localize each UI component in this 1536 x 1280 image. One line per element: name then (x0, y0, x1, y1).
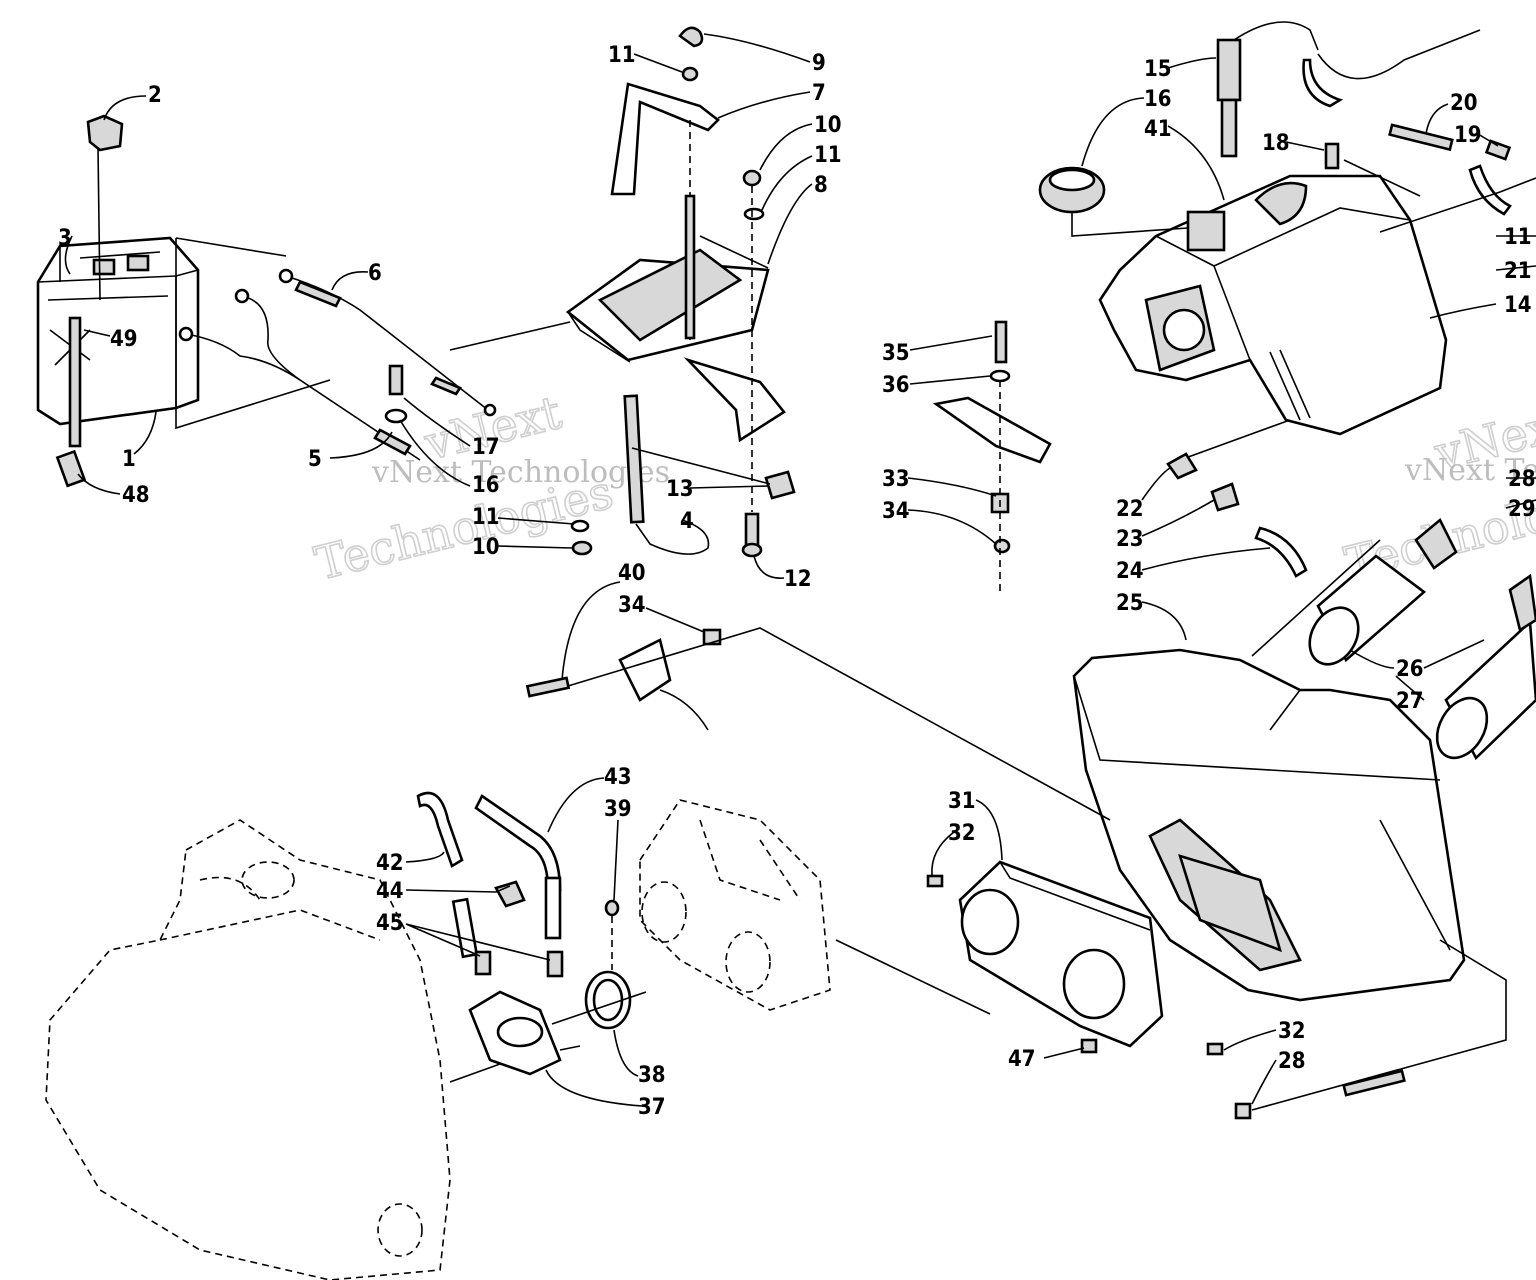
vent-cap (86, 114, 124, 301)
oil-tank (1038, 21, 1536, 461)
callout-7: 7 (812, 81, 826, 106)
callout-28-top: 28 (1508, 467, 1536, 492)
callout-22: 22 (1116, 497, 1144, 522)
callout-40: 40 (618, 561, 646, 586)
watermark-small-left: vNext Technologies (371, 455, 670, 490)
callout-16-left: 16 (472, 473, 500, 498)
callout-9: 9 (812, 51, 826, 76)
watermark-small-right: vNext Technologies (1404, 453, 1536, 488)
callout-27: 27 (1396, 689, 1424, 714)
callout-16-right: 16 (1144, 87, 1172, 112)
leader-horn (1251, 539, 1381, 657)
callout-43: 43 (604, 765, 632, 790)
callout-34-right: 34 (882, 499, 910, 524)
battery (36, 236, 200, 488)
callout-10-left: 10 (472, 535, 500, 560)
callout-38: 38 (638, 1063, 666, 1088)
callout-20: 20 (1450, 91, 1478, 116)
callout-21: 21 (1504, 259, 1532, 284)
callout-28-bottom: 28 (1278, 1049, 1306, 1074)
callout-19: 19 (1454, 123, 1482, 148)
callout-10-top: 10 (814, 113, 842, 138)
callout-11-top: 11 (608, 43, 636, 68)
battery-cables (175, 237, 497, 461)
callout-36: 36 (882, 373, 910, 398)
callout-23: 23 (1116, 527, 1144, 552)
callout-35: 35 (882, 341, 910, 366)
callout-32-left: 32 (948, 821, 976, 846)
leader-lines (64, 33, 1536, 1107)
callout-24: 24 (1116, 559, 1144, 584)
callout-37: 37 (638, 1095, 666, 1120)
callout-48: 48 (122, 483, 150, 508)
callout-6: 6 (368, 261, 382, 286)
callout-4: 4 (680, 509, 694, 534)
callout-11-mid: 11 (814, 143, 842, 168)
carburetor-assembly (639, 799, 991, 1015)
support-rod (623, 394, 796, 558)
callout-26: 26 (1396, 657, 1424, 682)
callout-33: 33 (882, 467, 910, 492)
callout-49: 49 (110, 327, 138, 352)
callout-25: 25 (1116, 591, 1144, 616)
callout-29: 29 (1508, 497, 1536, 522)
intake-adaptor (926, 860, 1507, 1120)
callout-44: 44 (376, 879, 404, 904)
callout-14: 14 (1504, 293, 1532, 318)
mount-screw-stack (932, 320, 1052, 592)
callout-42: 42 (376, 851, 404, 876)
fittings (1166, 452, 1308, 578)
callout-12: 12 (784, 567, 812, 592)
callout-13: 13 (666, 477, 694, 502)
callout-15: 15 (1144, 57, 1172, 82)
callout-31: 31 (948, 789, 976, 814)
hoses (416, 791, 620, 978)
callout-11-right: 11 (1504, 225, 1532, 250)
callout-39: 39 (604, 797, 632, 822)
callout-11-left: 11 (472, 505, 500, 530)
callout-1: 1 (122, 447, 136, 472)
cable-fasteners (384, 364, 593, 556)
callout-45: 45 (376, 911, 404, 936)
callout-34-left: 34 (618, 593, 646, 618)
battery-hold-down-bracket (565, 26, 786, 512)
callout-2: 2 (148, 83, 162, 108)
callout-3: 3 (58, 226, 72, 251)
flange-clamp (449, 970, 647, 1083)
clip-mount (525, 627, 1111, 821)
callout-labels: 2 3 49 1 48 6 5 17 16 11 10 11 9 7 10 11… (58, 43, 1536, 1120)
leader-bracket (449, 321, 571, 351)
intake-horns (1308, 517, 1536, 761)
callout-18: 18 (1262, 131, 1290, 156)
callout-5: 5 (308, 447, 322, 472)
callout-41: 41 (1144, 117, 1172, 142)
callout-47: 47 (1008, 1047, 1036, 1072)
air-silencer-box (1072, 648, 1466, 1002)
callout-32-right: 32 (1278, 1019, 1306, 1044)
callout-8: 8 (814, 173, 828, 198)
engine-outline (45, 819, 451, 1280)
callout-17: 17 (472, 435, 500, 460)
